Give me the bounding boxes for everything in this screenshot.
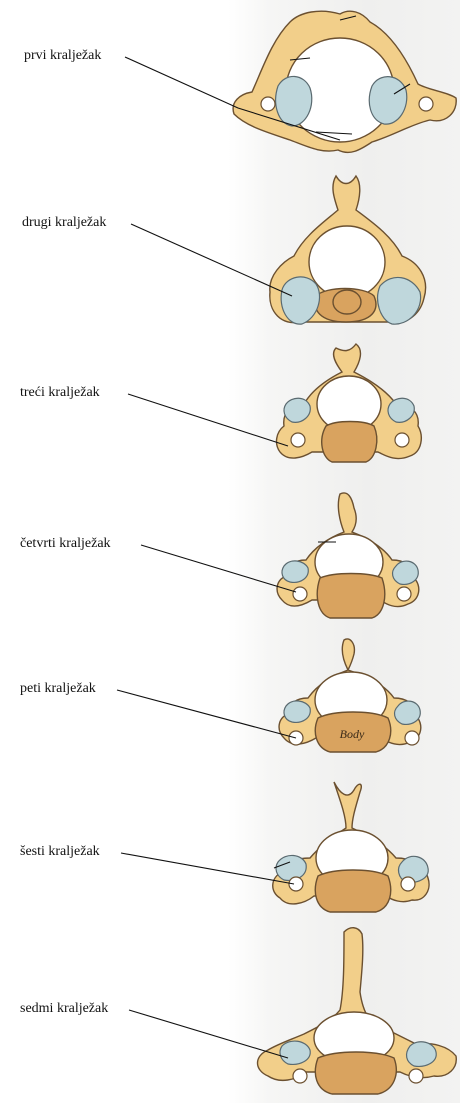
vertebra-c2: [270, 176, 426, 324]
label-second-vertebra: drugi kralježak: [22, 215, 106, 231]
leader-c3: [128, 394, 288, 446]
leader-c2: [131, 224, 292, 296]
vertebra-c5: Body: [279, 639, 421, 752]
label-seventh-vertebra: sedmi kralježak: [20, 1001, 108, 1017]
vertebra-c7: [258, 928, 457, 1094]
leader-c4: [141, 545, 296, 592]
label-fourth-vertebra: četvrti kralježak: [20, 536, 111, 552]
leader-c5: [117, 690, 296, 738]
vertebra-c1: [233, 11, 456, 152]
body-label: Body: [340, 727, 365, 741]
vertebra-c6: [273, 782, 429, 912]
vertebra-c4: [277, 493, 419, 618]
leader-lines: [117, 57, 340, 1058]
label-sixth-vertebra: šesti kralježak: [20, 844, 100, 860]
label-first-vertebra: prvi kralježak: [24, 48, 101, 64]
leader-c7: [129, 1010, 288, 1058]
leader-c6: [121, 853, 294, 884]
vertebra-c3: [277, 344, 422, 462]
label-fifth-vertebra: peti kralježak: [20, 681, 96, 697]
label-third-vertebra: treći kralježak: [20, 385, 100, 401]
